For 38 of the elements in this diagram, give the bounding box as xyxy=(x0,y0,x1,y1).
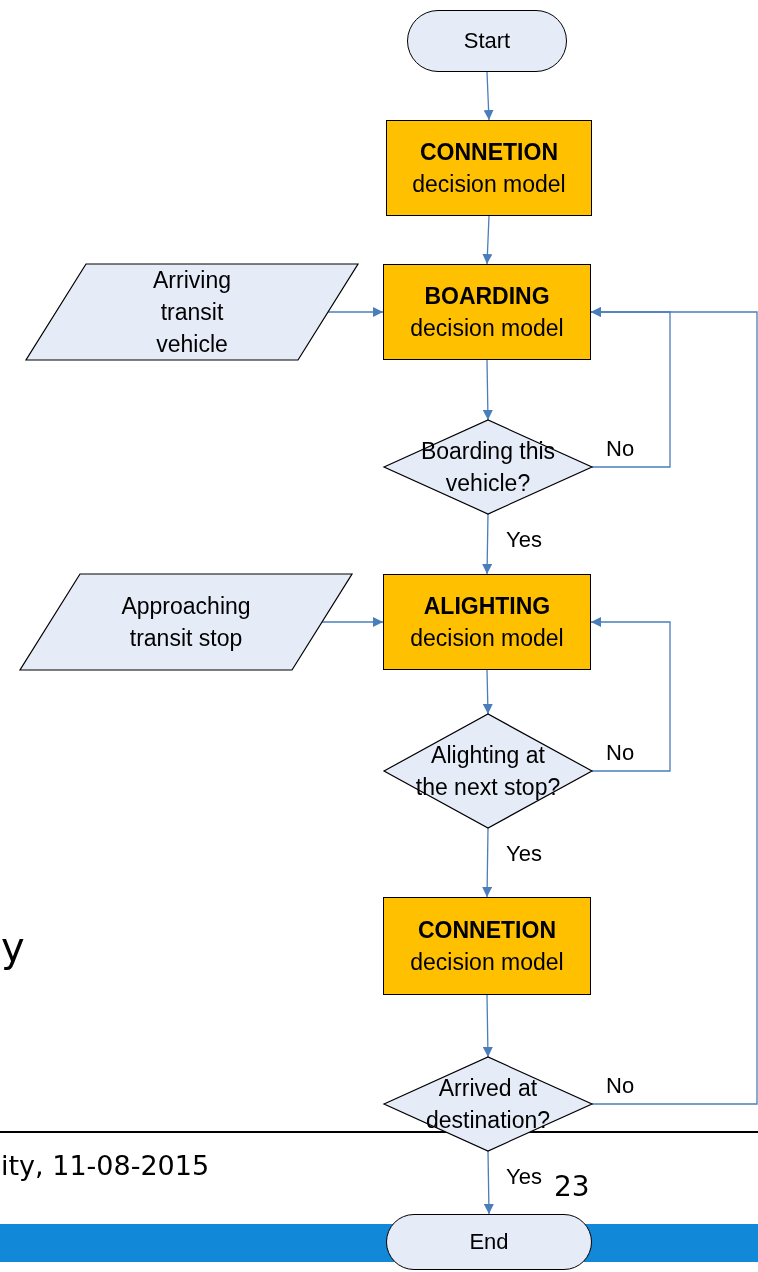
process-box xyxy=(383,574,591,670)
node-heading: ALIGHTING xyxy=(423,591,551,621)
input-parallelogram xyxy=(20,574,352,670)
footer-text: ity, 11-08-2015 xyxy=(1,1150,210,1181)
arrow xyxy=(590,307,758,1105)
node-text: Arriving transit vehicle xyxy=(152,265,232,360)
node-text: decision model xyxy=(410,948,564,977)
terminal-shape xyxy=(386,1214,592,1270)
process-box xyxy=(383,897,591,995)
slide-title-fragment: y xyxy=(1,924,25,970)
node-text: decision model xyxy=(410,314,564,343)
node-text: End xyxy=(469,1227,509,1256)
arrow xyxy=(483,71,494,121)
node-text: decision model xyxy=(410,624,564,653)
process-box xyxy=(383,264,591,360)
node-text: Boarding this vehicle? xyxy=(419,436,557,498)
decision-diamond xyxy=(384,420,592,514)
node-text: decision model xyxy=(412,170,566,199)
arrow xyxy=(482,994,493,1058)
node-text: Approaching transit stop xyxy=(120,591,252,653)
node-text: Arrived at destination? xyxy=(424,1073,551,1135)
process-box xyxy=(386,120,592,216)
arrow xyxy=(482,827,493,898)
node-heading: CONNETION xyxy=(420,137,558,167)
node-text: Start xyxy=(463,26,511,55)
node-heading: BOARDING xyxy=(424,281,550,311)
node-text: Alighting at the next stop? xyxy=(414,740,562,802)
input-parallelogram xyxy=(26,264,358,360)
node-heading: CONNETION xyxy=(418,915,556,945)
arrow xyxy=(483,1150,494,1215)
arrow xyxy=(482,513,493,575)
page-number: 23 xyxy=(554,1170,590,1203)
arrow xyxy=(482,215,493,265)
arrow xyxy=(482,669,493,715)
decision-diamond xyxy=(384,714,592,828)
arrow xyxy=(482,359,493,421)
decision-diamond xyxy=(384,1057,592,1151)
arrow xyxy=(590,617,671,772)
